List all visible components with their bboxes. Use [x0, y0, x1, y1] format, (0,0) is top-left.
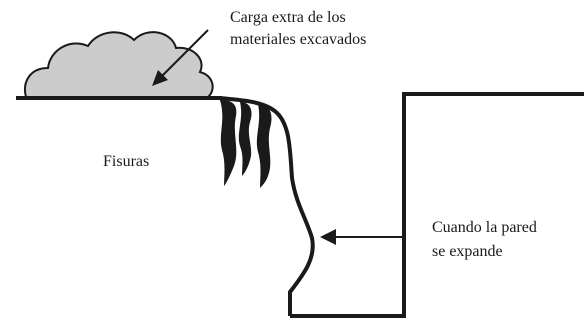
- trench-wall-right: [290, 92, 584, 318]
- spoil-load-label-line1: Carga extra de los: [230, 9, 346, 26]
- spoil-load-arrow: [161, 29, 209, 77]
- fissure-3: [256, 104, 272, 188]
- fissure-2: [238, 102, 252, 176]
- fissure-1: [220, 100, 237, 186]
- spoil-pile: [24, 31, 214, 98]
- wall-expands-arrowhead: [320, 229, 336, 245]
- wall-expands-label-line1: Cuando la pared: [432, 219, 537, 236]
- wall-expands-label-line2: se expande: [432, 243, 503, 260]
- spoil-load-label-line2: materiales excavados: [230, 31, 366, 48]
- spoil-load-arrowhead: [152, 70, 168, 86]
- fissures-label: Fisuras: [103, 153, 149, 170]
